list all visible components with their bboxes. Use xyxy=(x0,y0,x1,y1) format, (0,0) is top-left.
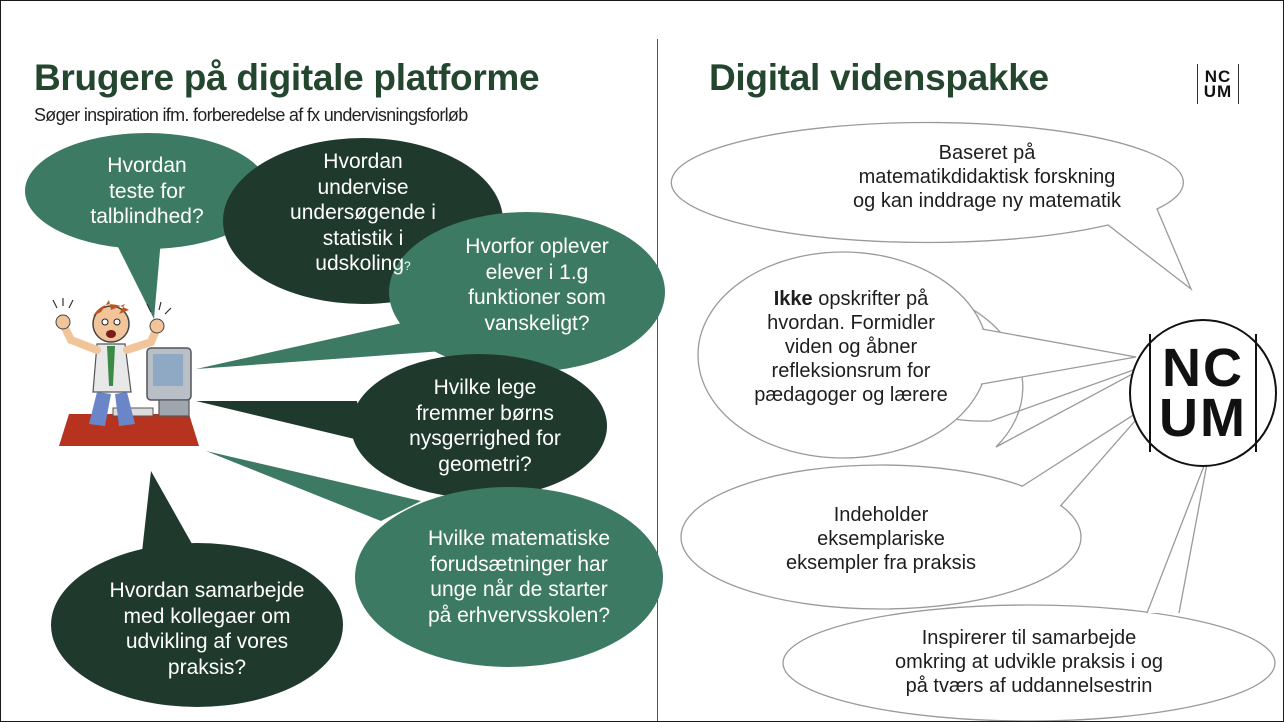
question-2-line-5-text: udskoling xyxy=(315,252,405,275)
question-5-line-1: Hvilke matematiske xyxy=(427,527,611,550)
question-4-line-1: Hvilke lege xyxy=(433,376,537,399)
ncum-logo-large: NC UM xyxy=(1129,319,1277,467)
question-2-line-5: udskoling? xyxy=(263,251,463,280)
question-3-line-3: funktioner som xyxy=(468,286,606,309)
logo-line-2: UM xyxy=(1203,82,1233,101)
question-bubble-3: Hvorfor oplever elever i 1.g funktioner … xyxy=(437,234,637,336)
feature-4-line-2: omkring at udvikle praksis i og xyxy=(895,651,1163,673)
logo-large-line-1: NC xyxy=(1162,338,1244,398)
feature-3-line-1: Indeholder xyxy=(833,504,929,526)
left-title: Brugere på digitale platforme xyxy=(34,57,540,98)
feature-bubble-1-shape xyxy=(670,121,1193,292)
question-6-line-1: Hvordan samarbejde xyxy=(109,579,305,602)
feature-2-line-5: pædagoger og lærere xyxy=(754,384,948,406)
ncum-logo-large-inner: NC UM xyxy=(1149,334,1257,452)
question-3-line-4: vanskeligt? xyxy=(484,311,590,335)
question-bubble-1-shape xyxy=(25,133,269,319)
question-2-line-1: Hvordan xyxy=(323,150,403,173)
feature-3-line-3: eksempler fra praksis xyxy=(785,552,977,574)
question-5-line-3: unge når de starter xyxy=(430,578,608,601)
question-6-line-3: udvikling af vores xyxy=(125,630,289,653)
feature-3-line-2: eksemplariske xyxy=(817,528,945,550)
question-5-line-4: på erhvervsskolen? xyxy=(427,603,611,627)
question-2-line-3: undersøgende i xyxy=(290,201,436,224)
feature-2-line-3: viden og åbner xyxy=(784,336,918,358)
left-subtitle: Søger inspiration ifm. forberedelse af f… xyxy=(34,105,468,125)
question-bubble-6: Hvordan samarbejde med kollegaer om udvi… xyxy=(97,578,317,680)
question-4-line-3: nysgerrighed for xyxy=(409,427,561,450)
question-bubble-4: Hvilke lege fremmer børns nysgerrighed f… xyxy=(385,375,585,477)
feature-4-line-3: på tværs af uddannelsestrin xyxy=(905,675,1153,697)
column-divider xyxy=(657,39,658,721)
question-1-line-2: teste for xyxy=(109,179,185,203)
logo-large-line-2: UM xyxy=(1159,388,1247,448)
question-6-line-2: med kollegaer om xyxy=(123,604,291,628)
feature-bubble-4-tail xyxy=(1146,452,1210,614)
right-title: Digital videnspakke xyxy=(709,57,1049,98)
question-3-line-1: Hvorfor oplever xyxy=(465,235,609,258)
feature-2-line-1: Ikke opskrifter på xyxy=(741,287,961,311)
stressed-person-at-computer-icon xyxy=(52,298,199,446)
feature-1-line-2: matematikdidaktisk forskning xyxy=(858,166,1116,188)
question-5-line-2: forudsætninger har xyxy=(430,552,608,576)
feature-4-line-1: Inspirerer til samarbejde xyxy=(921,627,1137,649)
question-3-line-2: elever i 1.g xyxy=(485,260,589,284)
question-1-line-1: Hvordan xyxy=(107,154,187,177)
feature-1-line-1: Baseret på xyxy=(938,142,1036,164)
logo-line-1: NC xyxy=(1204,67,1232,86)
question-bubble-6-shape xyxy=(51,471,343,707)
feature-2-line-4: refleksionsrum for xyxy=(771,360,931,382)
tail-seam-covers xyxy=(682,253,1274,720)
feature-bubble-2: Ikke opskrifter på hvordan. Formidler vi… xyxy=(741,287,961,407)
question-bubble-5: Hvilke matematiske forudsætninger har un… xyxy=(399,526,639,628)
question-4-line-4: geometri? xyxy=(438,452,532,476)
ncum-logo-small: NC UM xyxy=(1197,64,1239,104)
feature-2-line-1-text: opskrifter på xyxy=(812,288,929,310)
feature-bubble-4: Inspirerer til samarbejde omkring at udv… xyxy=(869,626,1189,698)
question-2-line-4: statistik i xyxy=(322,226,404,250)
question-bubble-1: Hvordan teste for talblindhed? xyxy=(39,153,255,230)
feature-1-line-3: og kan inddrage ny matematik xyxy=(853,190,1121,212)
question-bubble-3-shape xyxy=(196,212,665,372)
feature-bubble-2-tail xyxy=(970,326,1137,386)
feature-bubble-1: Baseret på matematikdidaktisk forskning … xyxy=(847,141,1127,213)
question-2-suffix: ? xyxy=(404,259,411,273)
feature-2-bold-lead: Ikke xyxy=(773,288,813,310)
question-1-line-3: talblindhed? xyxy=(90,205,204,228)
question-bubble-2: Hvordan undervise undersøgende i statist… xyxy=(263,149,463,280)
question-bubble-5-shape xyxy=(206,451,663,667)
question-2-line-2: undervise xyxy=(317,175,409,199)
question-bubble-4-shape xyxy=(196,354,607,498)
feature-bubble-3: Indeholder eksemplariske eksempler fra p… xyxy=(771,503,991,575)
question-6-line-4: praksis? xyxy=(167,655,247,679)
question-4-line-2: fremmer børns xyxy=(416,401,554,425)
feature-2-line-2: hvordan. Formidler xyxy=(767,312,935,334)
